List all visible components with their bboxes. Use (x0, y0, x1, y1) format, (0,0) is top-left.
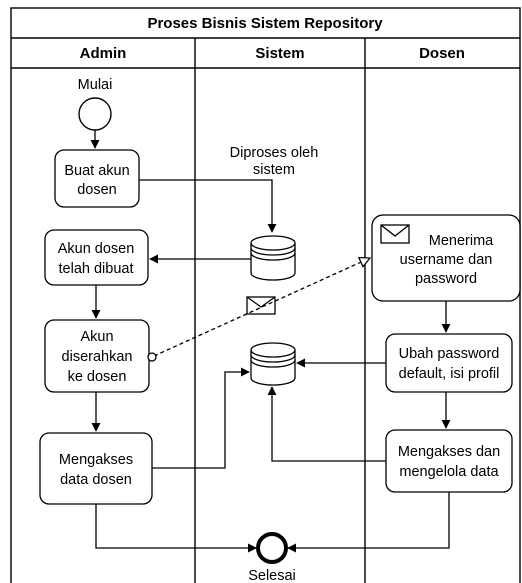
database-icon (250, 235, 296, 281)
task-ubah-password: Ubah password default, isi profil (385, 333, 513, 393)
task-akun-diserahkan-line-1: Akun (80, 329, 113, 345)
message-flow (153, 258, 370, 357)
end-event-label: Selesai (248, 568, 296, 583)
flow-mengelola-to-end (287, 492, 450, 553)
message-envelope-icon (246, 296, 276, 315)
task-akun-diserahkan: Akun diserahkan ke dosen (44, 319, 150, 393)
task-menerima: Menerima username dan password (371, 214, 521, 302)
task-menerima-line-3: password (415, 271, 477, 287)
task-menerima-line-2: username dan (400, 252, 493, 268)
message-flow-origin (147, 352, 157, 362)
task-akun-dibuat-line-2: telah dibuat (59, 261, 134, 277)
lane-admin-header: Admin (80, 45, 127, 62)
task-akun-diserahkan-line-2: diserahkan (62, 349, 133, 365)
task-mengelola-line-2: mengelola data (399, 464, 499, 480)
annotation-line-2: sistem (253, 162, 295, 178)
task-akun-diserahkan-line-3: ke dosen (68, 369, 127, 385)
flow-mengakses-to-db2 (152, 367, 250, 469)
lane-dosen-header: Dosen (419, 45, 465, 62)
flow-mengelola-to-db2 (267, 386, 386, 462)
task-ubah-password-line-1: Ubah password (399, 346, 500, 362)
task-mengakses-admin: Mengakses data dosen (39, 432, 153, 505)
task-mengelola-line-1: Mengakses dan (398, 444, 500, 460)
task-buat-akun-box (54, 149, 140, 208)
task-akun-dibuat-line-1: Akun dosen (58, 241, 135, 257)
start-event (78, 97, 112, 131)
task-mengakses-admin-box (39, 432, 153, 505)
task-mengelola-box (385, 429, 513, 493)
task-buat-akun-line-2: dosen (77, 182, 117, 198)
task-mengakses-admin-line-1: Mengakses (59, 452, 133, 468)
task-mengelola: Mengakses dan mengelola data (385, 429, 513, 493)
lane-sistem-header: Sistem (255, 45, 304, 62)
annotation-line-1: Diproses oleh (230, 145, 319, 161)
task-buat-akun-line-1: Buat akun (64, 163, 129, 179)
flow-buat-to-db (139, 179, 277, 233)
pool-title: Proses Bisnis Sistem Repository (147, 15, 383, 32)
start-event-label: Mulai (78, 77, 113, 93)
task-menerima-line-1: Menerima (429, 233, 494, 249)
task-akun-dibuat: Akun dosen telah dibuat (44, 229, 149, 286)
envelope-icon (380, 224, 410, 244)
flow-mengakses-to-end (95, 504, 257, 553)
end-event (256, 532, 288, 564)
task-buat-akun: Buat akun dosen (54, 149, 140, 208)
database-icon (250, 342, 296, 386)
task-ubah-password-box (385, 333, 513, 393)
task-ubah-password-line-2: default, isi profil (399, 366, 500, 382)
task-mengakses-admin-line-2: data dosen (60, 472, 132, 488)
